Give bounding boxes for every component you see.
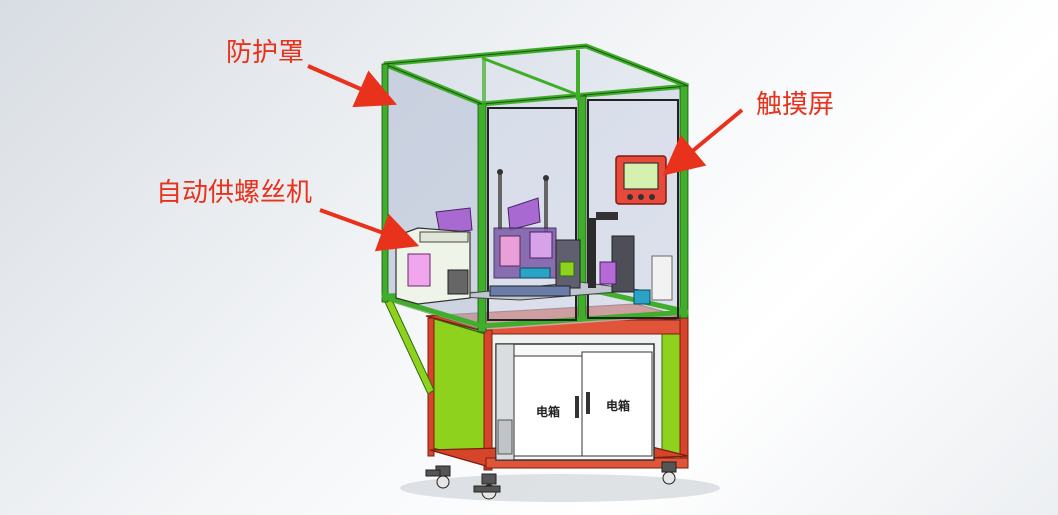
casters <box>425 461 677 500</box>
floor-shadow <box>400 474 720 502</box>
label-touch-screen: 触摸屏 <box>756 90 835 120</box>
cabinet-right-label: 电箱 <box>606 398 630 413</box>
electric-cabinet: 电箱 电箱 <box>495 343 655 461</box>
internal-mechanism <box>435 169 673 305</box>
cabinet-left-label: 电箱 <box>536 404 560 419</box>
arrow-touch <box>662 108 744 176</box>
arrow-feeder <box>319 208 420 252</box>
touch-screen-panel <box>615 155 667 205</box>
screw-feeder-machine <box>395 227 471 305</box>
label-protective-cover: 防护罩 <box>226 38 305 68</box>
arrow-cover <box>307 64 398 108</box>
label-auto-screw-feeder: 自动供螺丝机 <box>156 178 313 208</box>
